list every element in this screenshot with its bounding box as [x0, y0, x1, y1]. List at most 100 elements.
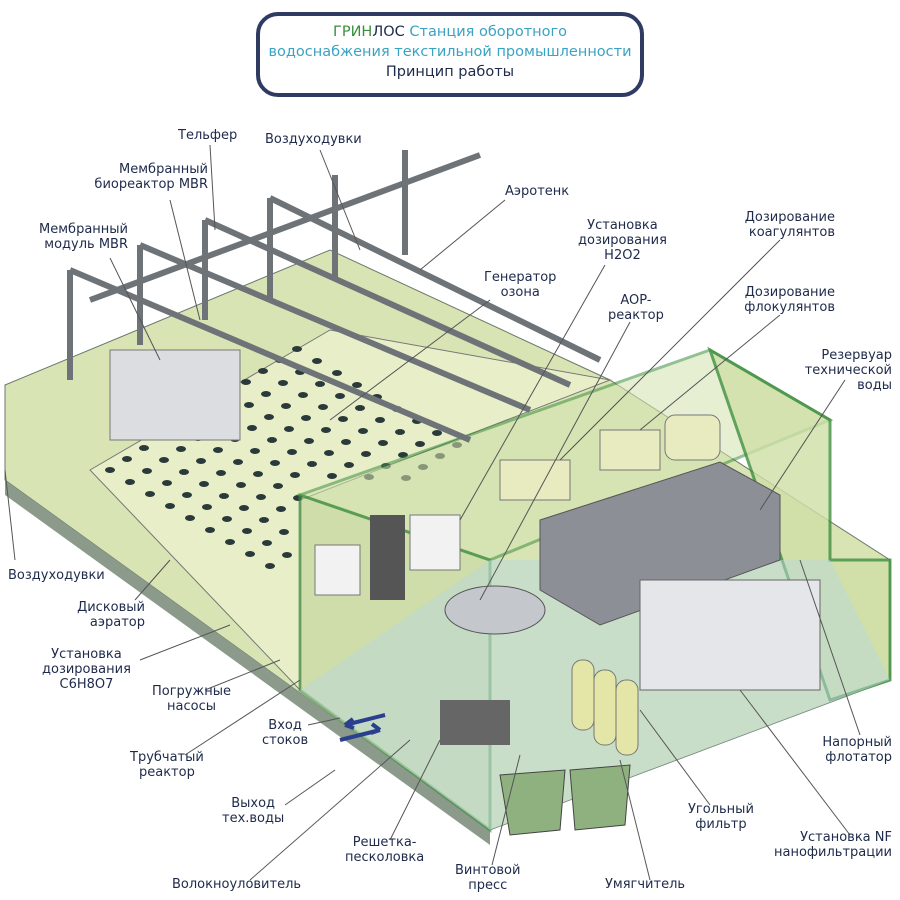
aerator-disc	[332, 370, 342, 376]
label-telfer: Тельфер	[178, 128, 238, 143]
aerator-disc	[318, 404, 328, 410]
aerator-disc	[273, 483, 283, 489]
aerator-disc	[162, 480, 172, 486]
aerator-disc	[196, 458, 206, 464]
aerator-disc	[241, 379, 251, 385]
aerator-disc	[225, 539, 235, 545]
ibc-tank-1	[314, 544, 361, 596]
aerator-disc	[253, 471, 263, 477]
aerator-disc	[338, 416, 348, 422]
text: Мембранный	[39, 222, 128, 237]
text: Резервуар	[821, 348, 892, 363]
aerator-disc	[250, 448, 260, 454]
aerator-disc	[145, 491, 155, 497]
text: Трубчатый	[130, 750, 204, 765]
aerator-disc	[219, 493, 229, 499]
aerator-disc	[292, 346, 302, 352]
title-line2: водоснабжения текстильной промышленности	[268, 44, 632, 60]
subtitle: Принцип работы	[385, 64, 515, 80]
aerator-disc	[264, 414, 274, 420]
label-blowers-left: Воздуходувки	[8, 568, 105, 583]
leader-lines	[4, 144, 861, 881]
aerator-disc	[327, 473, 337, 479]
container-2	[569, 764, 631, 831]
aerator-disc	[222, 516, 232, 522]
text: тех.воды	[222, 811, 285, 826]
tube-reactor	[444, 585, 546, 635]
aerator-disc	[304, 438, 314, 444]
cabinet	[370, 515, 405, 600]
aerator-disc	[244, 402, 254, 408]
aerator-disc	[185, 515, 195, 521]
text: флотатор	[825, 750, 892, 765]
aerator-disc	[355, 405, 365, 411]
text: Мембранный	[119, 162, 208, 177]
text: стоков	[262, 733, 309, 748]
aerator-disc	[279, 529, 289, 535]
aerator-disc	[182, 492, 192, 498]
dosing-tank-2	[599, 429, 661, 471]
title-box: ГРИНЛОС Станция оборотного водоснабжения…	[256, 12, 644, 97]
aerator-disc	[341, 439, 351, 445]
floor-edge	[5, 480, 490, 845]
aerator-disc	[321, 427, 331, 433]
softener-1	[571, 659, 595, 731]
aerator-disc	[432, 430, 442, 436]
mbr-modules	[109, 349, 241, 441]
aerator-disc	[378, 440, 388, 446]
label-aerotank: Аэротенк	[505, 184, 570, 199]
aerator-disc	[179, 469, 189, 475]
text: H2O2	[604, 248, 641, 263]
aerator-disc	[262, 540, 272, 546]
text: песколовка	[345, 850, 425, 865]
text: флокулянтов	[744, 300, 835, 315]
aerator-disc	[301, 415, 311, 421]
label-aop: AOP-реактор	[608, 293, 664, 323]
aerator-disc	[267, 437, 277, 443]
label-grit: Решетка-песколовка	[345, 835, 424, 865]
water-tank	[664, 414, 721, 461]
text: Дисковый	[77, 600, 145, 615]
text: аэратор	[89, 615, 145, 630]
aerator-disc	[258, 368, 268, 374]
aerator-disc	[256, 494, 266, 500]
text: Установка	[51, 647, 122, 662]
aerator-disc	[176, 446, 186, 452]
text: нанофильтрации	[774, 845, 892, 860]
text: фильтр	[695, 817, 747, 832]
text: Решетка-	[352, 835, 417, 850]
aerator-disc	[287, 449, 297, 455]
aerator-disc	[352, 382, 362, 388]
aerator-disc	[278, 380, 288, 386]
label-fiber-trap: Волокноуловитель	[172, 877, 302, 892]
text: озона	[500, 285, 540, 300]
brand-dark: ЛОС	[372, 24, 405, 40]
nf-unit	[639, 579, 821, 691]
aerator-disc	[199, 481, 209, 487]
text: коагулянтов	[748, 225, 835, 240]
aerator-disc	[125, 479, 135, 485]
softener-3	[615, 679, 639, 756]
aerator-disc	[242, 528, 252, 534]
aerator-disc	[361, 451, 371, 457]
aerator-disc	[315, 381, 325, 387]
aerator-disc	[122, 456, 132, 462]
title-line1: Станция оборотного	[409, 24, 568, 40]
label-softener: Умягчитель	[605, 877, 686, 892]
aerator-disc	[284, 426, 294, 432]
text: Винтовой	[455, 863, 521, 878]
aerator-disc	[276, 506, 286, 512]
aerator-disc	[290, 472, 300, 478]
text: Дозирование	[744, 210, 835, 225]
container-1	[499, 769, 566, 836]
text: насосы	[167, 699, 216, 714]
